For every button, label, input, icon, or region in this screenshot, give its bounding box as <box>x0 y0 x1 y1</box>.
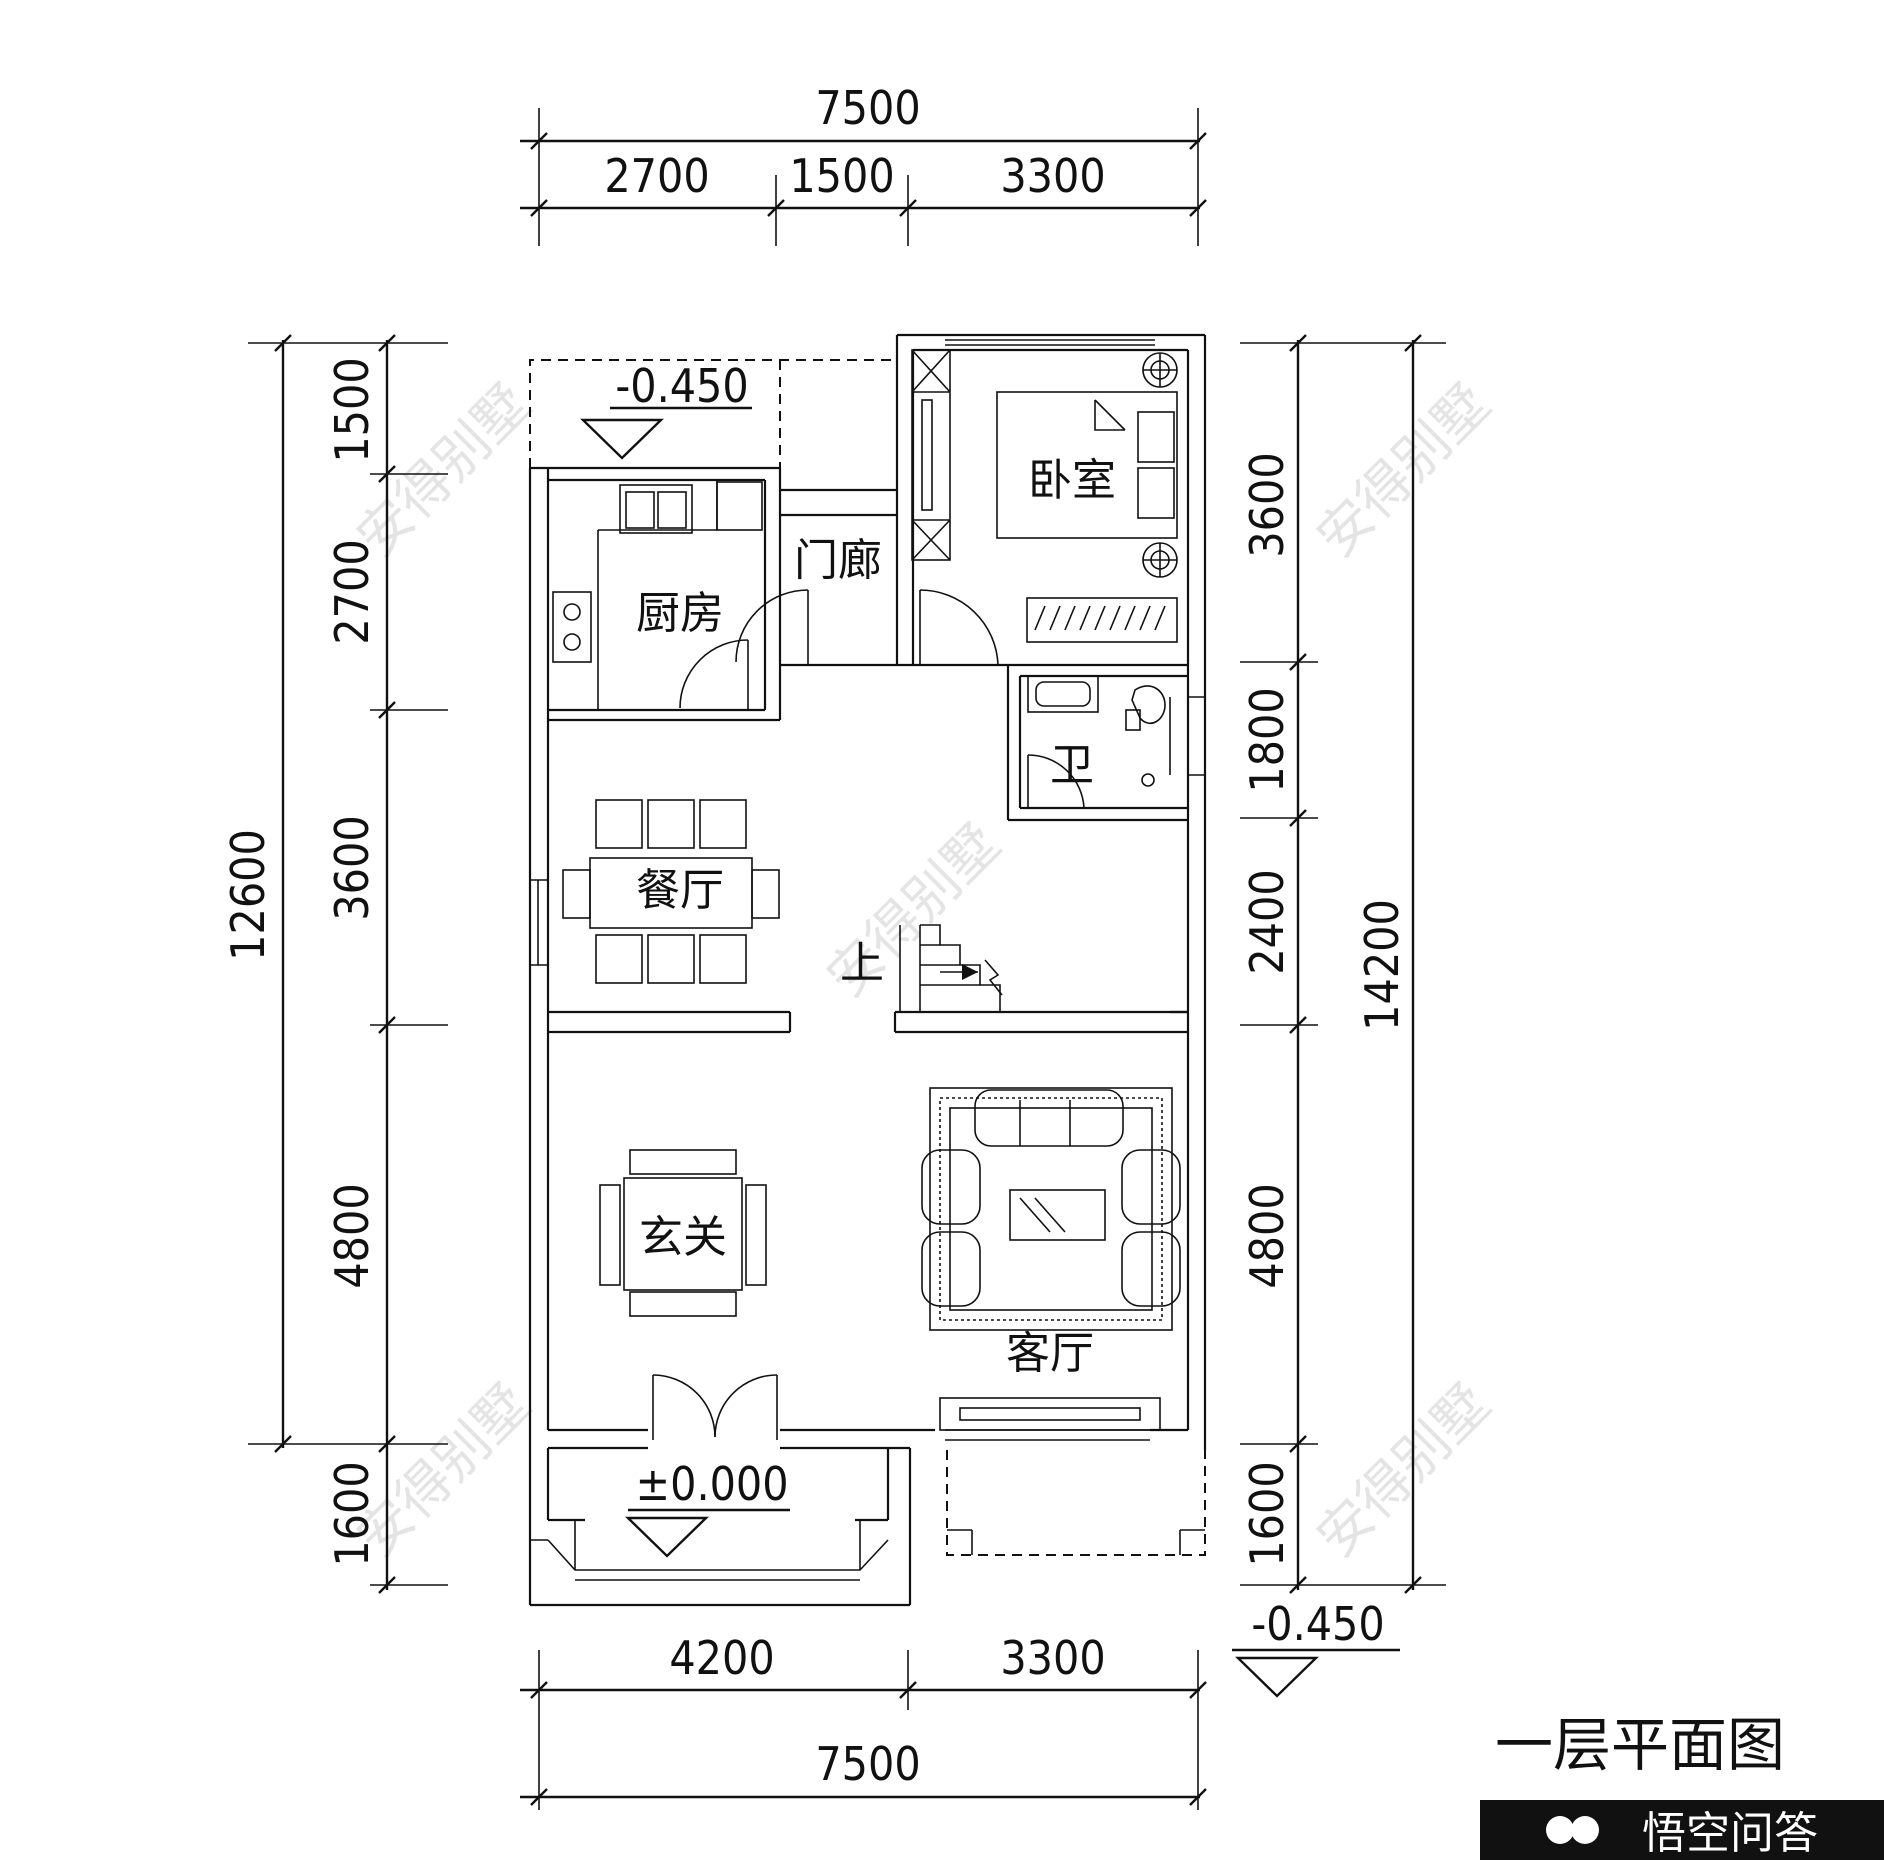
left-dimension-segment: 1500 <box>325 357 379 462</box>
bathroom-fixtures: 卫 <box>1027 675 1166 791</box>
room-label-foyer: 玄关 <box>639 1212 727 1263</box>
bottom-dimension-segment: 3300 <box>1000 1631 1105 1685</box>
bottom-dimensions: 4200 3300 7500 <box>520 1631 1207 1810</box>
logo-text: 悟空问答 <box>1642 1808 1818 1859</box>
top-dimension-segment: 3300 <box>1000 149 1105 203</box>
top-dimension-segment: 2700 <box>604 149 709 203</box>
left-dimension-segment: 2700 <box>325 539 379 644</box>
left-dimension-segment: 1600 <box>325 1461 379 1566</box>
stairs: 上 <box>840 924 1003 1012</box>
elevation-entrance: ±0.000 <box>635 1457 788 1511</box>
right-dimension-segment: 4800 <box>1240 1183 1294 1288</box>
right-dimension-segment: 3600 <box>1240 452 1294 557</box>
stair-up-label: 上 <box>840 938 884 989</box>
room-label-living: 客厅 <box>1006 1328 1094 1379</box>
dining-furniture: 餐厅 <box>562 799 780 984</box>
kitchen-furniture: 厨房 <box>552 480 763 710</box>
bedroom-furniture: 卧室 <box>911 349 1178 643</box>
watermarks: 安得别墅 安得别墅 安得别墅 安得别墅 安得别墅 <box>345 372 1502 1569</box>
room-label-porch: 门廊 <box>794 535 882 586</box>
bottom-total-dimension: 7500 <box>815 1737 920 1791</box>
left-dimensions: 12600 1500 2700 3600 4800 1600 <box>221 334 448 1594</box>
left-dimension-segment: 4800 <box>325 1183 379 1288</box>
watermark-text: 安得别墅 <box>1305 1372 1502 1569</box>
right-dimension-segment: 2400 <box>1240 869 1294 974</box>
room-label-dining: 餐厅 <box>636 865 724 916</box>
right-dimension-segment: 1600 <box>1240 1461 1294 1566</box>
elevation-markers: -0.450 ±0.000 -0.450 <box>580 359 1400 1698</box>
top-total-dimension: 7500 <box>815 81 920 135</box>
doors <box>652 589 1085 1440</box>
right-total-dimension: 14200 <box>1355 899 1409 1031</box>
room-label-bedroom: 卧室 <box>1028 455 1116 506</box>
left-total-dimension: 12600 <box>221 829 275 961</box>
drawing-title: 一层平面图 <box>1495 1711 1785 1779</box>
room-label-kitchen: 厨房 <box>636 588 724 639</box>
right-dimensions: 3600 1800 2400 4800 1600 14200 <box>1240 334 1446 1594</box>
living-furniture: 客厅 <box>921 1087 1181 1431</box>
room-label-bathroom: 卫 <box>1050 740 1094 791</box>
elevation-bottom-right: -0.450 <box>1251 1597 1384 1651</box>
top-dimension-segment: 1500 <box>789 149 894 203</box>
watermark-text: 安得别墅 <box>1305 372 1502 569</box>
foyer-furniture: 玄关 <box>599 1149 767 1317</box>
left-dimension-segment: 3600 <box>325 815 379 920</box>
walls <box>528 333 1207 1607</box>
right-dimension-segment: 1800 <box>1240 687 1294 792</box>
top-dimensions: 7500 2700 1500 3300 <box>520 81 1207 246</box>
bottom-dimension-segment: 4200 <box>669 1631 774 1685</box>
logo: 悟空问答 <box>1480 1800 1884 1860</box>
elevation-top-left: -0.450 <box>615 359 748 413</box>
